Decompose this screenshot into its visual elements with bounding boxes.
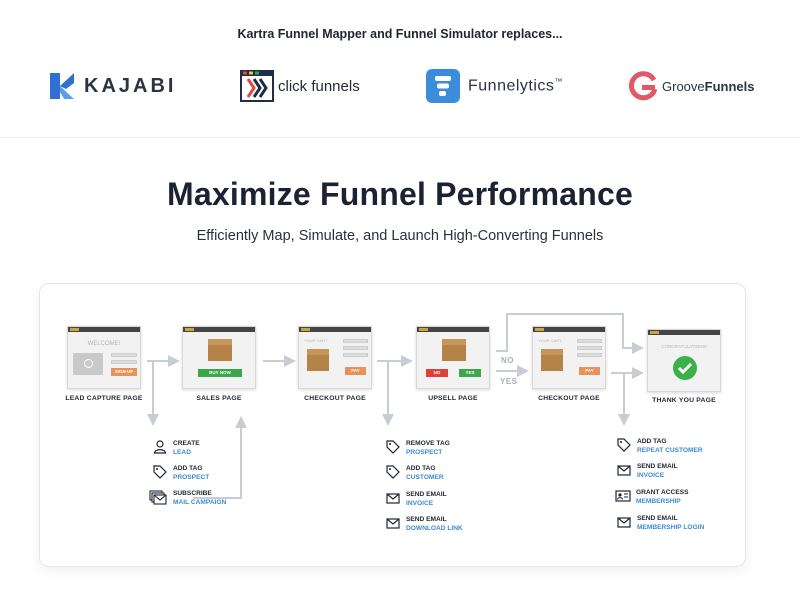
branch-no-label: NO [501,356,514,365]
checkout-page-card-1[interactable]: YOUR CART PAY [298,326,372,389]
id-card-icon [615,490,631,502]
replaces-caption: Kartra Funnel Mapper and Funnel Simulato… [237,27,563,41]
pay-button: PAY [345,367,366,375]
mail-stack-icon [149,490,167,505]
cart-heading: YOUR CART [304,338,328,343]
groovefunnels-wordmark: GrooveFunnels [662,78,755,94]
envelope-icon [386,493,400,504]
envelope-icon [617,517,631,528]
upsell-page-card[interactable]: NO YES [416,326,490,389]
clickfunnels-logo: click funnels [240,66,360,106]
congrats-heading: CONGRATULATIONS! [661,344,707,349]
page-title: Maximize Funnel Performance [167,176,633,212]
checkout-page-card-2[interactable]: YOUR CART PAY [532,326,606,389]
thank-you-page-label: THANK YOU PAGE [652,397,716,404]
clickfunnels-mark-icon [240,70,274,102]
cart-heading: YOUR CART [538,338,562,343]
sales-page-card[interactable]: BUY NOW [182,326,256,389]
funnel-connectors [147,313,644,499]
video-placeholder [73,353,103,375]
clickfunnels-wordmark: click funnels [278,77,360,95]
tag-icon [386,440,400,454]
welcome-heading: WELCOME! [87,341,121,347]
kajabi-mark-icon [50,73,74,99]
lead-capture-page-card[interactable]: WELCOME! SIGN UP [67,326,141,389]
upsell-no-button: NO [426,369,448,377]
checkout-page-label-1: CHECKOUT PAGE [304,395,366,402]
user-icon [153,440,167,454]
kajabi-wordmark: KAJABI [84,74,177,97]
branch-yes-label: YES [500,377,518,386]
lead-capture-page-label: LEAD CAPTURE PAGE [65,395,143,402]
groovefunnels-mark-icon [628,71,658,101]
checkmark-icon [673,356,697,380]
tag-icon [617,438,631,452]
envelope-icon [386,518,400,529]
logo-strip: Kartra Funnel Mapper and Funnel Simulato… [0,0,800,138]
tag-icon [386,465,400,479]
sign-up-button: SIGN UP [111,368,137,376]
checkout-page-label-2: CHECKOUT PAGE [538,395,600,402]
kajabi-logo: KAJABI [50,66,176,106]
thank-you-page-card[interactable]: CONGRATULATIONS! [647,329,721,392]
tag-icon [153,465,167,479]
pay-button: PAY [579,367,600,375]
upsell-yes-button: YES [459,369,481,377]
funnelytics-wordmark: Funnelytics™ [468,76,563,95]
groovefunnels-logo: GrooveFunnels [628,66,754,106]
sales-page-label: SALES PAGE [196,395,242,402]
funnelytics-logo: Funnelytics™ [426,66,563,106]
envelope-icon [617,465,631,476]
page-subtitle: Efficiently Map, Simulate, and Launch Hi… [196,228,604,244]
buy-now-button: BUY NOW [198,369,242,377]
funnel-diagram-panel: NO YES WELCOME! SIGN UP LEAD CAPTURE PAG… [39,283,746,567]
upsell-page-label: UPSELL PAGE [428,395,478,402]
funnelytics-mark-icon [426,69,460,103]
